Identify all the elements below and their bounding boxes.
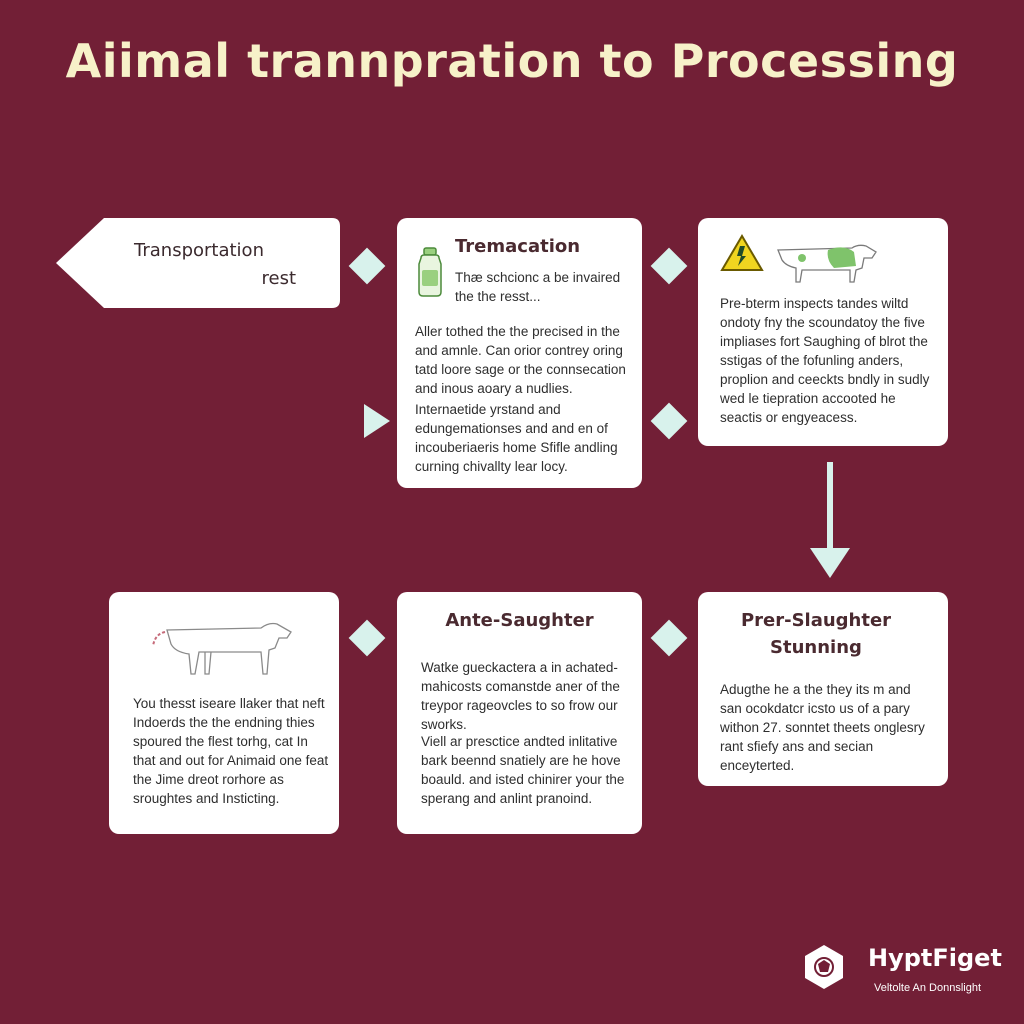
card-text: Adugthe he a the they its m and san ocok… bbox=[720, 682, 925, 773]
banner-arrow-shape bbox=[56, 218, 340, 308]
card-animal: You thesst iseare llaker that neft Indoe… bbox=[109, 592, 339, 834]
card-tremacation: Tremacation Thæ schcionc a be invaired t… bbox=[397, 218, 642, 488]
card-heading: Ante-Saughter bbox=[445, 610, 594, 631]
logo-icon bbox=[805, 945, 843, 989]
brand-name: HyptFiget bbox=[868, 944, 1002, 972]
card-text: Thæ schcionc a be invaired the the resst… bbox=[455, 270, 621, 304]
warning-icon bbox=[720, 234, 764, 271]
transportation-rest-banner: Transportation rest bbox=[56, 218, 340, 308]
card-text: Internaetide yrstand and edungemationses… bbox=[415, 402, 618, 474]
card-heading-line-2: Stunning bbox=[770, 637, 862, 658]
connector-diamond bbox=[650, 402, 688, 440]
banner-line-2: rest bbox=[261, 268, 296, 289]
card-ante-saughter: Ante-Saughter Watke gueckactera a in ach… bbox=[397, 592, 642, 834]
card-text: Viell ar presctice andted inlitative bar… bbox=[421, 734, 625, 806]
card-text: You thesst iseare llaker that neft Indoe… bbox=[133, 696, 329, 806]
brand-block: HyptFiget Veltolte An Donnslight bbox=[804, 944, 1014, 1004]
page-title: Aiimal trannpration to Processing bbox=[65, 34, 959, 88]
card-heading-line-1: Prer-Slaughter bbox=[740, 610, 892, 631]
card-heading: Tremacation bbox=[455, 236, 581, 257]
connector-diamond bbox=[650, 619, 688, 657]
banner-line-1: Transportation bbox=[134, 240, 264, 261]
card-stunning: Prer-Slaughter Stunning Adugthe he a the… bbox=[698, 592, 948, 786]
bottle-icon bbox=[418, 247, 442, 297]
brand-tagline: Veltolte An Donnslight bbox=[874, 982, 982, 994]
card-text: Watke gueckactera a in achated-mahicosts… bbox=[421, 660, 620, 732]
cow-icon bbox=[777, 244, 877, 283]
card-inspection: Pre-bterm inspects tandes wiltd ondoty f… bbox=[698, 218, 948, 446]
connector-diamond bbox=[348, 247, 386, 285]
down-arrow bbox=[810, 462, 850, 578]
card-text: Pre-bterm inspects tandes wiltd ondoty f… bbox=[720, 296, 930, 425]
card-text: Aller tothed the the precised in the and… bbox=[415, 324, 626, 396]
connector-diamond bbox=[348, 619, 386, 657]
connector-arrow bbox=[364, 404, 390, 438]
connector-diamond bbox=[650, 247, 688, 285]
cow-icon bbox=[152, 622, 292, 675]
